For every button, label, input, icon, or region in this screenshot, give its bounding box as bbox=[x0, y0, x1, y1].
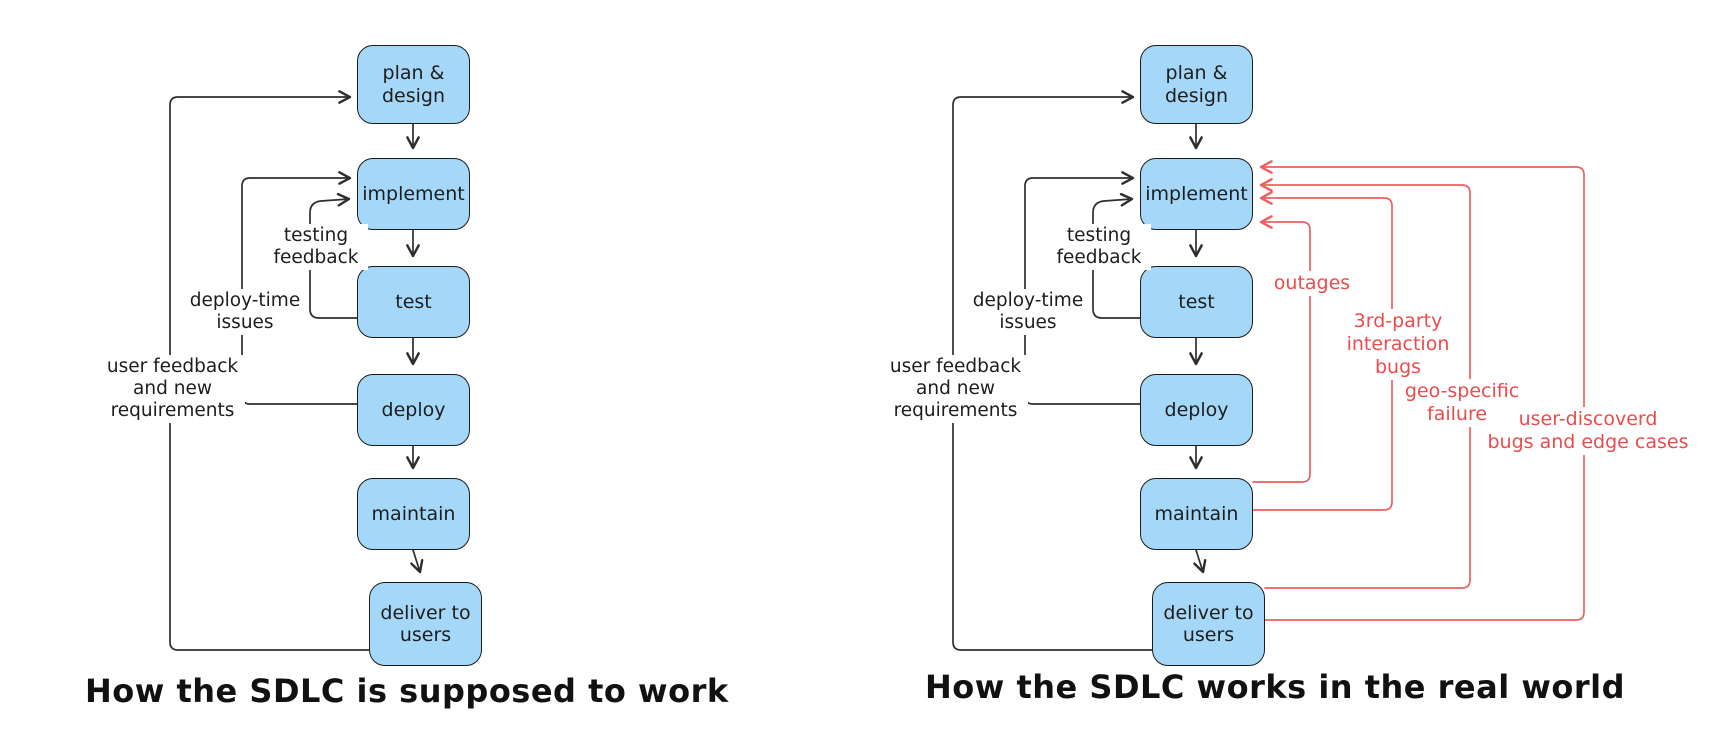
edge-user-discovered-bugs bbox=[1259, 160, 1585, 621]
node-maintain: maintain bbox=[357, 478, 470, 550]
failure-label-outages: outages bbox=[1266, 271, 1358, 296]
edge-maintain-to-deliver bbox=[1193, 549, 1207, 574]
edge-label-testing-feedback: testing feedback bbox=[1047, 224, 1151, 270]
node-deliver-to-users: deliver to users bbox=[1152, 582, 1265, 666]
node-implement: implement bbox=[357, 158, 470, 230]
caption-real-world-sdlc: How the SDLC works in the real world bbox=[925, 668, 1626, 706]
node-deliver-to-users: deliver to users bbox=[369, 582, 482, 666]
edge-label-testing-feedback: testing feedback bbox=[264, 224, 368, 270]
edge-label-deploy-time-issues: deploy-time issues bbox=[969, 289, 1087, 335]
edge-maintain-to-deliver bbox=[410, 549, 424, 574]
edge-outages bbox=[1252, 215, 1311, 483]
node-implement: implement bbox=[1140, 158, 1253, 230]
node-test: test bbox=[1140, 266, 1253, 338]
node-deploy: deploy bbox=[357, 374, 470, 446]
failure-label-geo-specific-failures: geo-specific failures bbox=[1398, 379, 1526, 427]
failure-label-3rd-party-interaction-bugs: 3rd-party interaction bugs bbox=[1342, 309, 1454, 380]
edge-label-deploy-time-issues: deploy-time issues bbox=[186, 289, 304, 335]
node-plan-design: plan & design bbox=[1140, 45, 1253, 124]
node-test: test bbox=[357, 266, 470, 338]
edge-label-user-feedback: user feedback and new requirements bbox=[883, 355, 1028, 423]
failure-label-user-discovered-bugs: user-discoverd bugs and edge cases bbox=[1487, 407, 1689, 455]
edge-label-user-feedback: user feedback and new requirements bbox=[100, 355, 245, 423]
caption-ideal-sdlc: How the SDLC is supposed to work bbox=[85, 672, 729, 710]
node-maintain: maintain bbox=[1140, 478, 1253, 550]
node-plan-design: plan & design bbox=[357, 45, 470, 124]
node-deploy: deploy bbox=[1140, 374, 1253, 446]
